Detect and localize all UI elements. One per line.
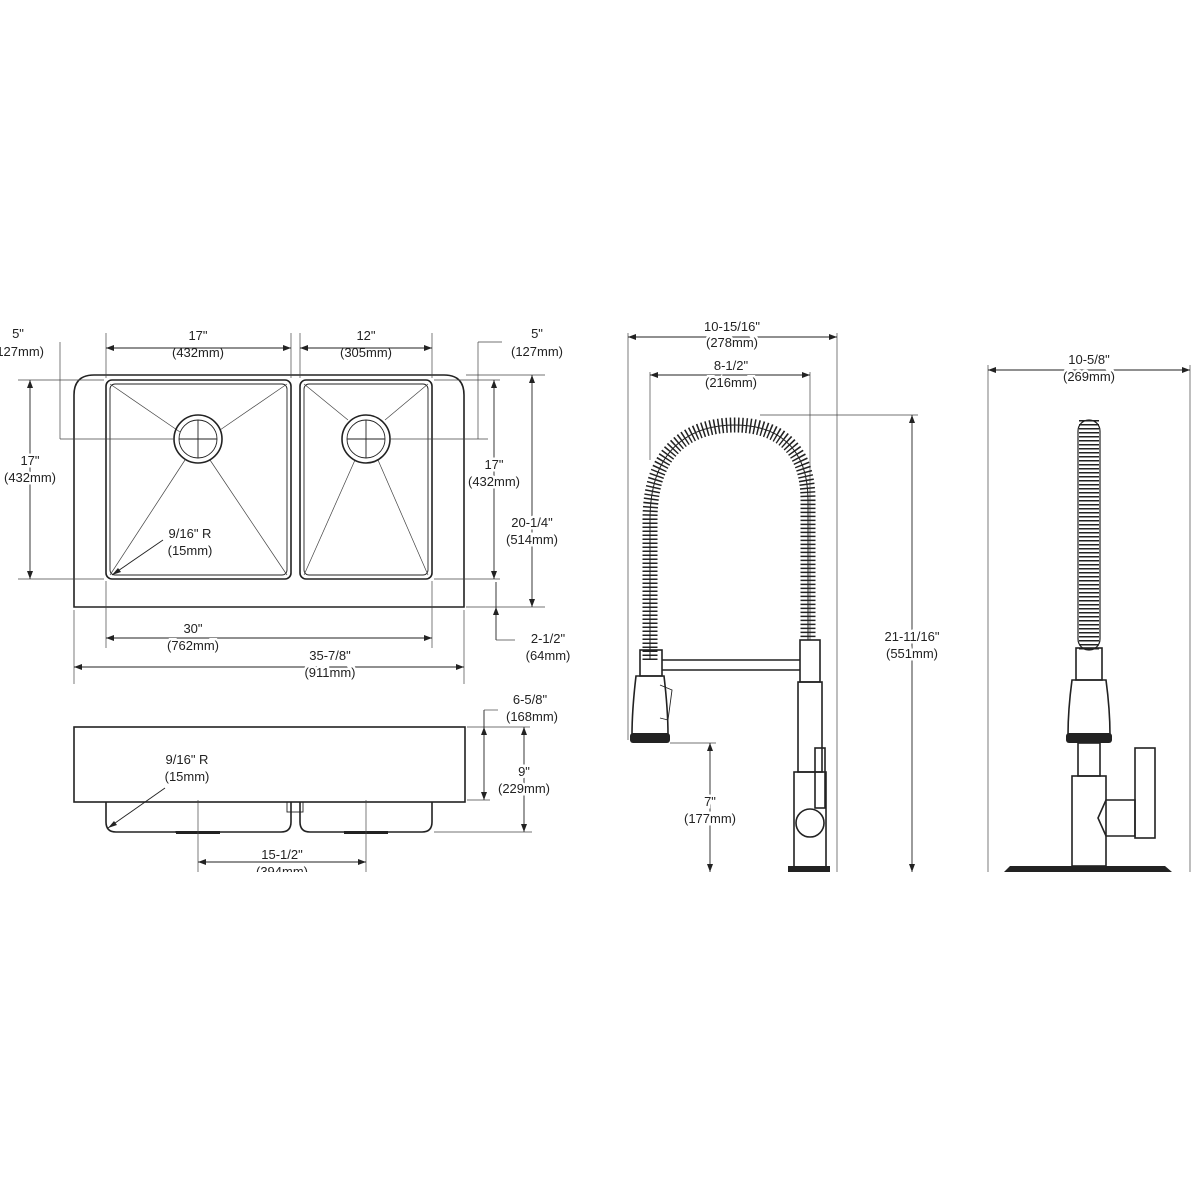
left-drain xyxy=(173,414,223,464)
faucet-base-plate xyxy=(788,866,830,872)
front-neck xyxy=(1077,742,1101,777)
dim-radius-front-in: 9/16" R xyxy=(166,752,209,767)
dim-faucet-reach-in: 10-15/16" xyxy=(704,319,760,334)
dim-faucet-height-in: 21-11/16" xyxy=(885,629,940,644)
dim-right-edge-mm: (127mm) xyxy=(511,344,563,359)
front-view-labels: 6-5/8" (168mm) 9/16" R (15mm) 9" (229mm)… xyxy=(165,692,558,879)
dim-right-bowl-width-in: 12" xyxy=(356,328,375,343)
faucet-side-view xyxy=(627,333,918,872)
dim-left-bowl-depth-mm: (432mm) xyxy=(4,470,56,485)
front-handle-lever xyxy=(1134,747,1156,839)
faucet-front-view xyxy=(987,365,1191,872)
dim-left-bowl-width-in: 17" xyxy=(188,328,207,343)
dim-spout-reach-in: 8-1/2" xyxy=(714,358,749,373)
right-bowl xyxy=(299,379,433,580)
dim-apron-mm: (64mm) xyxy=(526,648,571,663)
dim-bowl-height-mm: (229mm) xyxy=(498,781,550,796)
dim-spout-clearance-in: 7" xyxy=(704,794,716,809)
front-body xyxy=(1071,775,1107,867)
dim-radius-top-in: 9/16" R xyxy=(169,526,212,541)
dim-faucet-reach-mm: (278mm) xyxy=(706,335,758,350)
dim-right-bowl-depth-mm: (432mm) xyxy=(468,474,520,489)
front-coil-outline xyxy=(1077,419,1101,651)
right-bowl-inner xyxy=(303,383,429,576)
dim-overall-width-mm: (911mm) xyxy=(304,665,355,680)
dim-inner-width-mm: (762mm) xyxy=(167,638,219,653)
front-base-plate xyxy=(1004,866,1172,872)
dim-right-edge-in: 5" xyxy=(531,326,543,341)
sprayer-collar xyxy=(639,649,663,677)
spring-coil xyxy=(642,417,816,660)
dim-apron-in: 2-1/2" xyxy=(531,631,566,646)
dim-drain-spacing-mm: (394mm) xyxy=(256,864,308,879)
faucet-side-labels: 10-15/16" (278mm) 8-1/2" (216mm) 21-11/1… xyxy=(681,319,942,829)
faucet-front-labels: 10-5/8" (269mm) xyxy=(1060,350,1117,387)
front-collar xyxy=(1075,647,1103,681)
dim-left-bowl-width-mm: (432mm) xyxy=(172,345,224,360)
sprayer-nozzle xyxy=(630,733,670,743)
dim-faucet-height-mm: (551mm) xyxy=(886,646,938,661)
dim-apron-height-mm: (168mm) xyxy=(506,709,558,724)
left-bowl-slope-lines xyxy=(109,383,288,576)
sprayer-trigger xyxy=(659,684,673,721)
dim-apron-height-in: 6-5/8" xyxy=(513,692,548,707)
dim-right-bowl-depth-in: 17" xyxy=(484,457,503,472)
front-nozzle xyxy=(1066,733,1112,743)
dim-spout-reach-mm: (216mm) xyxy=(705,375,757,390)
handle-knob xyxy=(795,808,825,838)
apron-front xyxy=(73,726,466,803)
dim-faucet-depth-mm: (269mm) xyxy=(1063,369,1115,384)
faucet-body xyxy=(793,771,827,868)
dim-overall-depth-mm: (514mm) xyxy=(506,532,558,547)
sink-front-view xyxy=(73,726,466,834)
dim-left-edge-in: 5" xyxy=(12,326,24,341)
column-collar xyxy=(799,639,821,683)
left-bowl-bottom xyxy=(105,802,292,833)
front-sprayer-head xyxy=(1067,679,1111,736)
top-view-labels: 5" (127mm) 17" (432mm) 12" (305mm) 5" (1… xyxy=(0,326,571,683)
left-bowl xyxy=(105,379,292,580)
divider-notch xyxy=(286,801,304,813)
dim-faucet-depth-in: 10-5/8" xyxy=(1068,352,1110,367)
top-view-dimension-lines xyxy=(18,333,545,684)
dim-bowl-height-in: 9" xyxy=(518,764,530,779)
column xyxy=(797,681,823,773)
dim-radius-top-mm: (15mm) xyxy=(168,543,213,558)
right-bowl-slope-lines xyxy=(303,383,429,576)
handle-lever xyxy=(814,747,826,809)
dim-left-edge-mm: (127mm) xyxy=(0,344,44,359)
front-view-dimension-lines xyxy=(107,709,532,872)
spring-hose-core xyxy=(649,424,809,660)
dim-left-bowl-depth-in: 17" xyxy=(20,453,39,468)
dim-inner-width-in: 30" xyxy=(183,621,202,636)
right-drain xyxy=(341,414,391,464)
sprayer-head xyxy=(631,675,669,736)
dim-drain-spacing-in: 15-1/2" xyxy=(261,847,303,862)
front-handle-hub xyxy=(1097,799,1136,837)
dim-radius-front-mm: (15mm) xyxy=(165,769,210,784)
dim-overall-depth-in: 20-1/4" xyxy=(511,515,553,530)
dim-overall-width-in: 35-7/8" xyxy=(309,648,351,663)
dim-right-bowl-width-mm: (305mm) xyxy=(340,345,392,360)
left-bowl-inner xyxy=(109,383,288,576)
dim-spout-clearance-mm: (177mm) xyxy=(684,811,736,826)
sink-top-view xyxy=(73,374,465,608)
sink-outline xyxy=(73,374,465,608)
